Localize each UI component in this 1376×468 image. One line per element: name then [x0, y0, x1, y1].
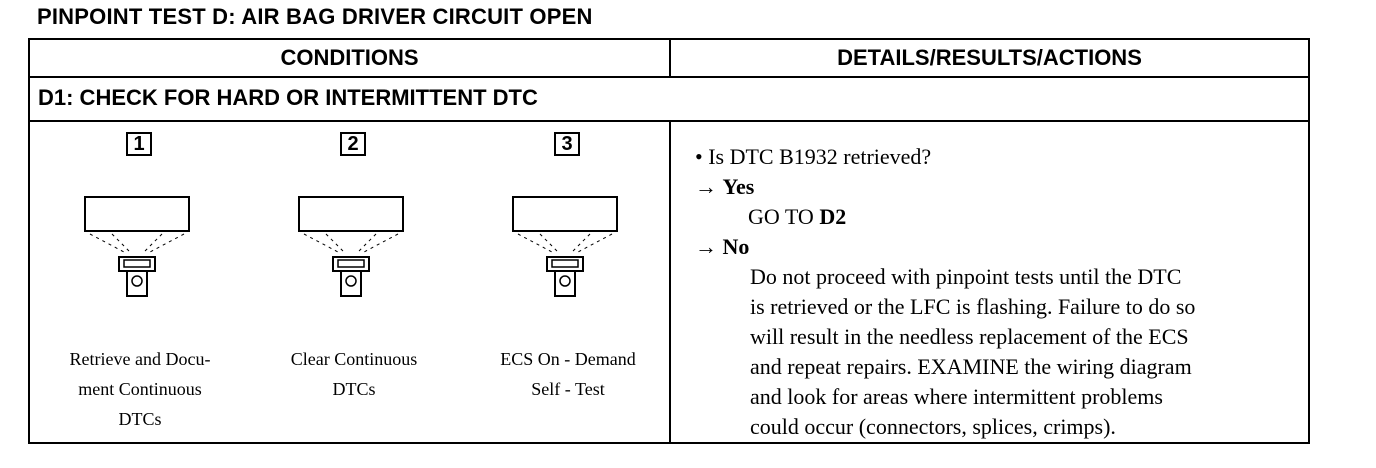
no-label: No	[722, 234, 750, 259]
step-number-box: 2	[340, 132, 366, 156]
scan-tool-display-icon	[298, 196, 404, 297]
no-text-line: is retrieved or the LFC is flashing. Fai…	[750, 294, 1196, 319]
details-header: DETAILS/RESULTS/ACTIONS	[837, 45, 1142, 70]
step-caption: Retrieve and Docu- ment Continuous DTCs	[69, 349, 211, 429]
yes-label: Yes	[722, 174, 755, 199]
no-text-line: could occur (connectors, splices, crimps…	[750, 414, 1116, 439]
header-row: CONDITIONS DETAILS/RESULTS/ACTIONS	[30, 40, 1308, 78]
arrow-icon: →	[695, 174, 717, 199]
goto-link-d2[interactable]: D2	[819, 204, 847, 229]
step-body: 1 Retrieve and Docu- ment Continuous DTC	[30, 122, 1308, 442]
no-text-line: will result in the needless replacement …	[750, 324, 1189, 349]
conditions-cell: 1 Retrieve and Docu- ment Continuous DTC	[30, 122, 671, 442]
result-question: • Is DTC B1932 retrieved?	[695, 144, 932, 169]
step-title: D1: CHECK FOR HARD OR INTERMITTENT DTC	[30, 76, 1308, 122]
step-2-figure: 2 Clear Continuous DTCs	[264, 122, 444, 442]
no-text-line: Do not proceed with pinpoint tests until…	[750, 264, 1182, 289]
no-text-line: and repeat repairs. EXAMINE the wiring d…	[750, 354, 1192, 379]
step-1-figure: 1 Retrieve and Docu- ment Continuous DTC	[50, 122, 230, 442]
yes-action: GO TO D2	[748, 204, 847, 229]
scan-tool-display-icon	[512, 196, 618, 297]
arrow-icon: →	[695, 234, 717, 259]
no-text-line: and look for areas where intermittent pr…	[750, 384, 1163, 409]
pinpoint-test-table: CONDITIONS DETAILS/RESULTS/ACTIONS D1: C…	[28, 38, 1310, 444]
yes-branch: → Yes	[695, 174, 754, 200]
conditions-header: CONDITIONS	[30, 40, 671, 76]
step-number-box: 1	[126, 132, 152, 156]
results-cell: • Is DTC B1932 retrieved? → Yes GO TO D2…	[671, 122, 1308, 442]
step-caption: Clear Continuous DTCs	[290, 349, 418, 399]
scan-tool-display-icon	[84, 196, 190, 297]
page-title: PINPOINT TEST D: AIR BAG DRIVER CIRCUIT …	[37, 4, 593, 29]
step-3-figure: 3 ECS On - Demand Self - Test	[478, 122, 658, 442]
no-branch: → No	[695, 234, 749, 260]
step-caption: ECS On - Demand Self - Test	[500, 349, 636, 399]
step-number-box: 3	[554, 132, 580, 156]
